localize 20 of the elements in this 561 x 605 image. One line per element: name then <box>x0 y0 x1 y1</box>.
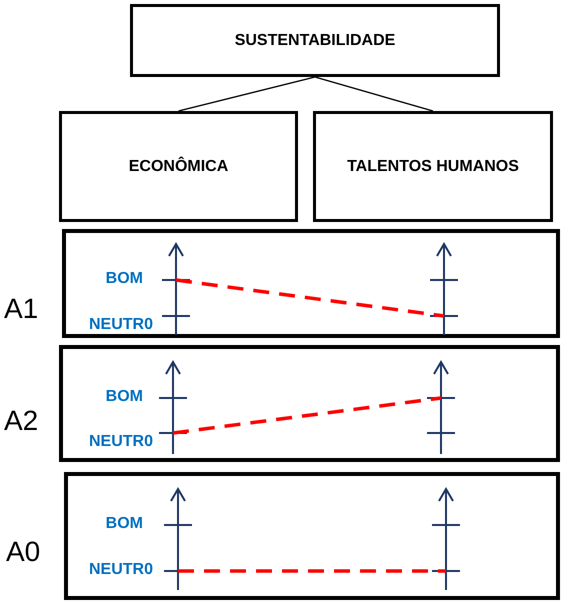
connector-line <box>314 76 434 112</box>
category-label: SUSTENTABILIDADE <box>234 30 396 50</box>
level-label: NEUTR0 <box>88 317 153 333</box>
row-label: A2 <box>4 407 38 435</box>
category-box <box>130 4 500 77</box>
level-label: BOM <box>106 271 143 287</box>
category-label: TALENTOS HUMANOS <box>347 156 519 176</box>
row-label: A0 <box>6 538 40 566</box>
profile-panel <box>59 345 560 462</box>
category-box <box>313 111 553 222</box>
level-label: BOM <box>106 389 143 405</box>
level-label: NEUTR0 <box>88 434 153 450</box>
level-label: NEUTR0 <box>88 562 153 578</box>
row-label: A1 <box>4 295 38 323</box>
profile-panel <box>64 472 560 600</box>
category-label: ECONÔMICA <box>128 156 228 176</box>
level-label: BOM <box>106 516 143 532</box>
connector-line <box>178 76 316 112</box>
category-box <box>59 111 298 222</box>
profile-panel <box>62 229 560 338</box>
